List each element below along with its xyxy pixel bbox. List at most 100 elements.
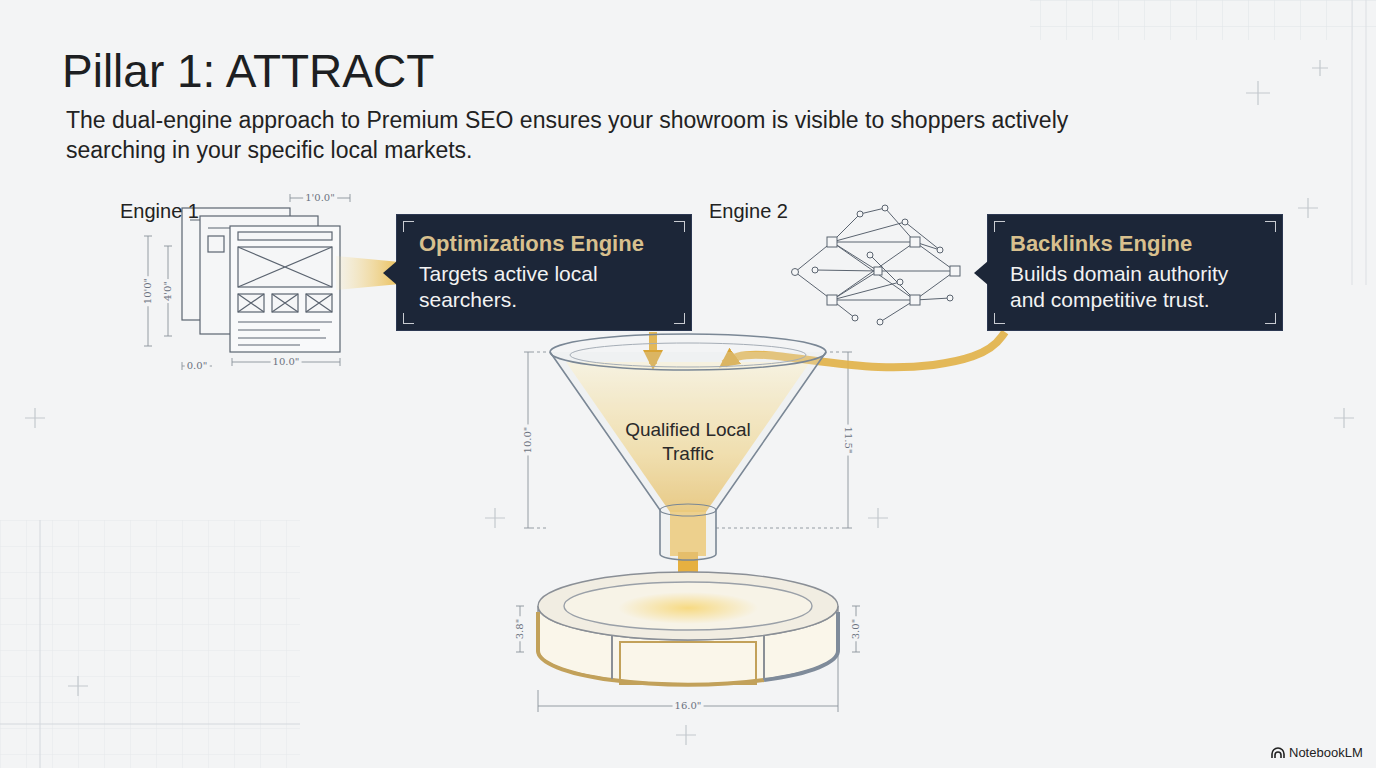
box-heading: Backlinks Engine [1010, 231, 1260, 257]
funnel-label: Qualified Local Traffic [622, 418, 754, 466]
crosshair [25, 60, 1354, 745]
blueprint-grid [1352, 0, 1353, 285]
crosshair [1298, 198, 1318, 218]
corner-bracket [403, 313, 414, 324]
dimension-label: 11.5" [842, 425, 854, 456]
webpage-wireframe-icon [238, 322, 332, 345]
crosshair [68, 676, 88, 696]
network-graph-icon [827, 295, 837, 305]
network-graph-icon [827, 237, 837, 247]
box-body: Targets active local searchers. [419, 261, 669, 312]
blueprint-grid [1366, 0, 1367, 285]
showroom-ring [538, 572, 838, 640]
corner-bracket [1265, 221, 1276, 232]
webpage-wireframe-icon [238, 232, 332, 240]
webpage-wireframe-icon [238, 294, 264, 312]
blueprint-grid [40, 520, 41, 768]
webpage-wireframe-icon [306, 294, 332, 312]
dimension-label: 1'0.0" [303, 192, 337, 204]
showroom-ring [538, 572, 838, 685]
dimension-label: 10.0" [522, 425, 534, 456]
callout-pointer [974, 261, 988, 285]
network-graph-icon [792, 205, 961, 325]
crosshair [485, 508, 505, 528]
showroom-ring [620, 642, 756, 684]
brand-icon [1272, 748, 1284, 758]
brand-icon [1272, 748, 1284, 758]
webpage-wireframe-icon [272, 294, 298, 312]
network-graph-icon [910, 295, 920, 305]
dimension-label: 16.0" [673, 700, 704, 712]
title: Pillar 1: ATTRACT [62, 46, 434, 97]
dimension-line [532, 352, 546, 528]
dimension-label: 3.8" [514, 617, 526, 642]
showroom-ring [564, 582, 812, 630]
network-graph-icon [937, 247, 943, 253]
webpage-wireframe-icon [208, 236, 224, 252]
showroom-ring [538, 612, 764, 685]
dimension-line [144, 194, 860, 712]
network-graph-icon [950, 266, 960, 276]
engine-callout-box: Backlinks EngineBuilds domain authority … [987, 214, 1283, 331]
brand-icon [1275, 752, 1281, 758]
box-body: Builds domain authority and competitive … [1010, 261, 1260, 312]
corner-bracket [1265, 313, 1276, 324]
webpage-wireframe-icon [272, 294, 298, 312]
blueprint-grid [0, 724, 300, 725]
box-heading: Optimizations Engine [419, 231, 669, 257]
funnel-rim [550, 334, 826, 370]
subtitle: The dual-engine approach to Premium SEO … [66, 106, 1156, 166]
dimension-label: 10'0" [142, 276, 154, 306]
network-graph-icon [874, 267, 882, 275]
engine-label: Engine 2 [709, 200, 788, 223]
funnel-neck [660, 504, 716, 516]
showroom-ring [764, 612, 838, 680]
network-graph-icon [947, 295, 953, 301]
webpage-wireframe-icon [306, 294, 332, 312]
corner-bracket [994, 313, 1005, 324]
network-graph-icon [882, 205, 888, 211]
network-graph-icon [877, 319, 883, 325]
crosshair [676, 725, 696, 745]
network-graph-icon [857, 211, 863, 217]
network-graph-icon [812, 267, 818, 273]
network-graph-icon [897, 279, 903, 285]
dimension-label: 3.0" [850, 617, 862, 642]
engine-callout-box: Optimizations EngineTargets active local… [396, 214, 692, 331]
webpage-wireframe-icon [238, 247, 332, 287]
network-graph-icon [792, 269, 799, 276]
dimension-label: 10.0" [271, 356, 302, 368]
watermark: NotebookLM [1289, 745, 1363, 760]
webpage-wireframe-icon [238, 247, 332, 287]
dimension-label: 4'0" [162, 279, 174, 303]
crosshair [1312, 60, 1328, 76]
dimension-line [538, 700, 838, 712]
funnel-shape: Qualified Local Traffic [548, 332, 828, 562]
dimension-label: 0.0" [185, 360, 210, 372]
crosshair [868, 508, 888, 528]
crosshair [1246, 81, 1270, 105]
network-graph-icon [910, 237, 920, 247]
webpage-wireframe-icon [230, 226, 340, 352]
crosshair [25, 408, 45, 428]
network-graph-icon [867, 252, 873, 258]
network-graph-icon [902, 219, 908, 225]
light-beam [336, 256, 400, 290]
corner-bracket [403, 221, 414, 232]
blueprint-grid [0, 520, 300, 768]
showroom-ring [618, 592, 758, 624]
funnel-rim [570, 343, 806, 367]
network-graph-icon [795, 208, 955, 322]
corner-bracket [674, 221, 685, 232]
blueprint-grid [1030, 0, 1376, 40]
webpage-wireframe-icon [182, 208, 340, 352]
corner-bracket [674, 313, 685, 324]
callout-pointer [383, 261, 397, 285]
funnel-outline [550, 352, 826, 560]
crosshair [1334, 408, 1354, 428]
webpage-wireframe-icon [238, 294, 264, 312]
network-graph-icon [852, 315, 858, 321]
engine-label: Engine 1 [120, 200, 199, 223]
